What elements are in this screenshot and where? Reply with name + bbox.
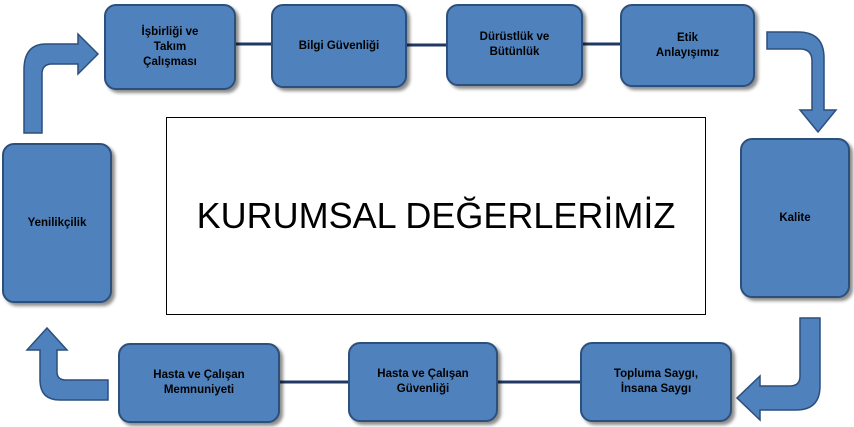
value-box-etik: Etik Anlayışımız: [620, 4, 755, 87]
value-box-bilgi-guvenligi: Bilgi Güvenliği: [271, 4, 407, 88]
value-label: Etik Anlayışımız: [655, 31, 720, 59]
value-box-hasta-memnuniyeti: Hasta ve Çalışan Memnuniyeti: [118, 343, 280, 423]
value-label: Dürüstlük ve Bütünlük: [479, 31, 550, 58]
value-label: Kalite: [779, 211, 811, 224]
value-label: Hasta ve Çalışan Memnuniyeti: [153, 369, 245, 396]
value-label: Yenilikçilik: [27, 216, 87, 229]
value-label: Hasta ve Çalışan Güvenliği: [377, 368, 469, 395]
value-label: İşbirliği ve Takım Çalışması: [141, 25, 199, 68]
center-title-frame: KURUMSAL DEĞERLERİMİZ: [166, 117, 706, 315]
curved-arrow-bottom-right: [735, 317, 821, 422]
value-box-kalite: Kalite: [740, 138, 850, 298]
curved-arrow-top-right: [766, 31, 838, 134]
value-label: Topluma Saygı, İnsana Saygı: [613, 368, 699, 395]
value-box-isbirligi: İşbirliği ve Takım Çalışması: [104, 4, 236, 90]
value-box-yenilikcilik: Yenilikçilik: [2, 143, 112, 303]
value-box-topluma-saygi: Topluma Saygı, İnsana Saygı: [580, 342, 732, 422]
page-title: KURUMSAL DEĞERLERİMİZ: [196, 195, 676, 236]
value-box-durustluk: Dürüstlük ve Bütünlük: [446, 4, 583, 86]
curved-arrow-top-left: [23, 32, 100, 134]
curved-arrow-bottom-left: [25, 326, 109, 401]
value-label: Bilgi Güvenliği: [298, 39, 380, 52]
value-box-hasta-guvenligi: Hasta ve Çalışan Güvenliği: [348, 342, 498, 422]
